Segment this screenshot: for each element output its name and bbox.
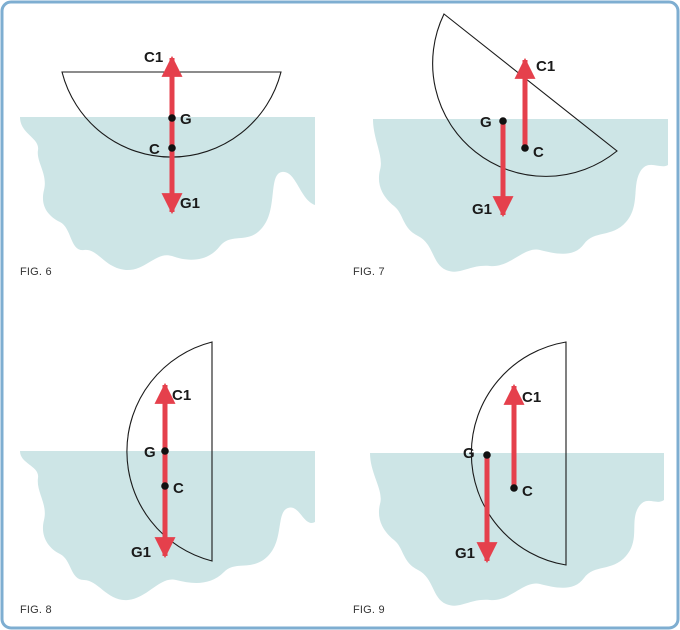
figure-caption: FIG. 9: [353, 604, 385, 616]
center-of-buoyancy-dot: [510, 484, 518, 492]
label-c1: C1: [522, 389, 541, 406]
figure-8: C1 G C G1 FIG. 8: [20, 341, 315, 616]
center-of-buoyancy-dot: [521, 144, 529, 152]
figure-7: C1 G C G1 FIG. 7: [353, 13, 668, 278]
label-c: C: [149, 141, 160, 158]
figure-caption: FIG. 7: [353, 266, 385, 278]
center-of-buoyancy-dot: [168, 144, 176, 152]
label-c1: C1: [536, 58, 555, 75]
label-g1: G1: [455, 545, 475, 562]
label-g1: G1: [131, 544, 151, 561]
label-c: C: [533, 144, 544, 161]
water-body: [370, 453, 664, 606]
figure-6: C1 G C G1 FIG. 6: [20, 49, 315, 278]
water-body: [373, 119, 668, 272]
label-g: G: [180, 111, 192, 128]
label-g: G: [144, 444, 156, 461]
center-of-gravity-dot: [161, 447, 169, 455]
center-of-gravity-dot: [499, 117, 507, 125]
figure-9: C1 G C G1 FIG. 9: [353, 341, 664, 616]
center-of-buoyancy-dot: [161, 482, 169, 490]
figure-caption: FIG. 6: [20, 266, 52, 278]
hemisphere-hull: [126, 341, 213, 562]
label-g: G: [463, 445, 475, 462]
label-c: C: [522, 483, 533, 500]
label-c: C: [173, 480, 184, 497]
hemisphere-hull: [470, 341, 567, 566]
label-c1: C1: [144, 49, 163, 66]
hemisphere-hull: [61, 71, 282, 158]
label-g1: G1: [472, 201, 492, 218]
label-g: G: [480, 114, 492, 131]
hemisphere-hull: [432, 13, 618, 177]
center-of-gravity-dot: [483, 451, 491, 459]
label-g1: G1: [180, 195, 200, 212]
center-of-gravity-dot: [168, 114, 176, 122]
figure-caption: FIG. 8: [20, 604, 52, 616]
label-c1: C1: [172, 387, 191, 404]
